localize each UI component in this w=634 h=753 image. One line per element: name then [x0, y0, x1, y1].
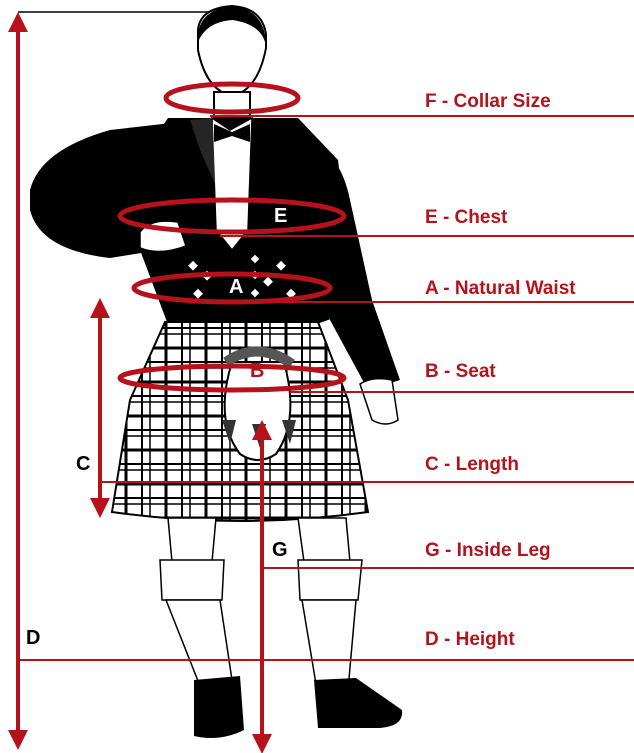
label-chest: E - Chest — [425, 208, 507, 228]
label-collar-size: F - Collar Size — [425, 92, 551, 112]
label-seat: B - Seat — [425, 362, 496, 382]
label-inside-leg: G - Inside Leg — [425, 541, 551, 561]
head — [198, 6, 266, 118]
label-natural-waist: A - Natural Waist — [425, 279, 576, 299]
letter-chest: E — [274, 206, 287, 226]
letter-length: C — [76, 454, 90, 474]
letter-waist: A — [229, 277, 243, 297]
letter-inside-leg: G — [272, 540, 288, 560]
label-height: D - Height — [425, 630, 515, 650]
letter-height: D — [26, 628, 40, 648]
kilt — [112, 322, 368, 521]
label-length: C - Length — [425, 455, 519, 475]
letter-seat: B — [250, 361, 264, 381]
